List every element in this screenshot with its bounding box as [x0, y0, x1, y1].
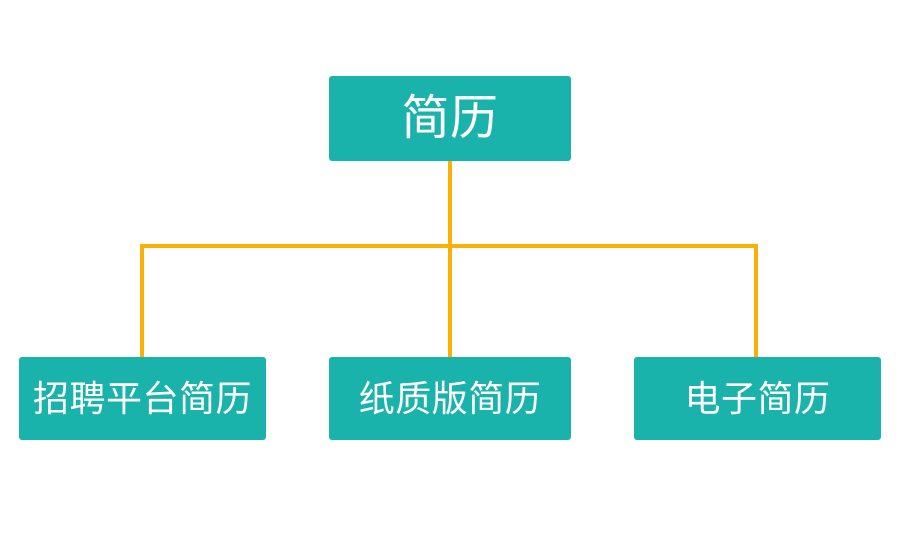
node-root[interactable]: 简历: [329, 76, 571, 161]
node-child-electronic-resume[interactable]: 电子简历: [634, 357, 881, 440]
node-child-paper-resume[interactable]: 纸质版简历: [329, 357, 571, 440]
node-root-label: 简历: [401, 91, 499, 145]
node-child-label: 纸质版简历: [358, 377, 542, 419]
connector-group: [140, 161, 758, 357]
node-child-label: 招聘平台简历: [32, 377, 252, 419]
node-child-label: 电子简历: [684, 377, 831, 419]
node-child-recruitment-platform-resume[interactable]: 招聘平台简历: [19, 357, 266, 440]
